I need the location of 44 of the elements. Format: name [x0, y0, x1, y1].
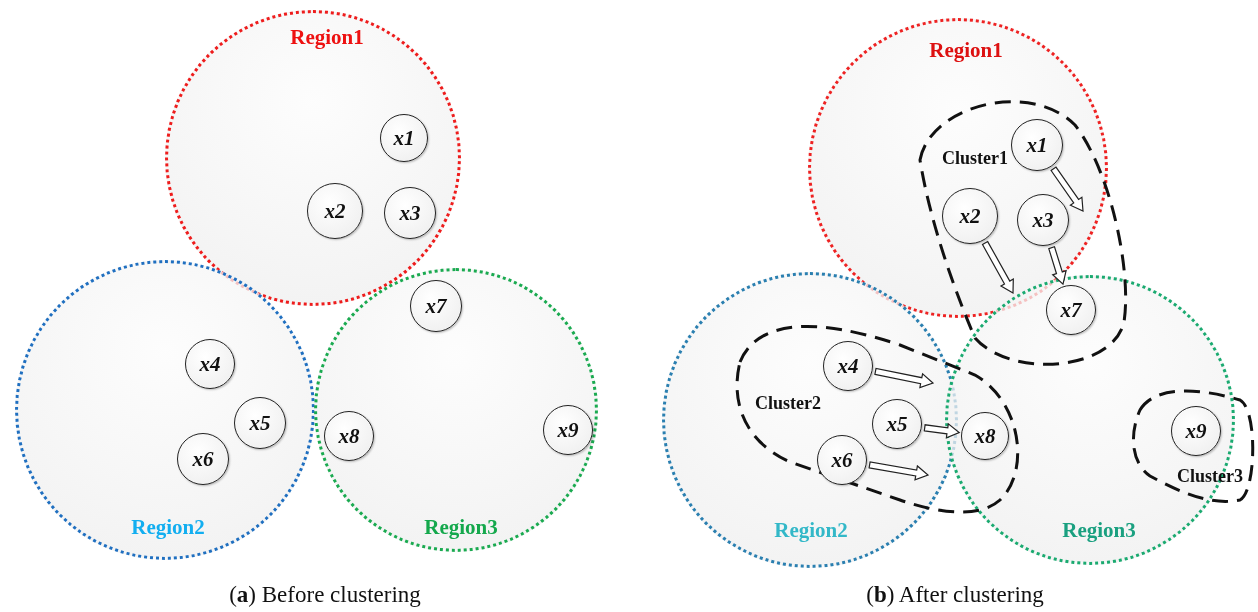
point-label: x9: [557, 417, 579, 443]
hollow-arrow: [868, 461, 930, 481]
region-label: Region1: [290, 24, 364, 50]
point-label: x7: [425, 293, 447, 319]
cluster-label: Cluster3: [1177, 465, 1243, 487]
data-point-circle: [234, 397, 286, 449]
region-label: Region3: [1062, 517, 1136, 543]
point-label: x2: [959, 203, 981, 229]
region-label: Region2: [131, 514, 205, 540]
data-point-circle: [543, 405, 593, 455]
cluster-label: Cluster1: [942, 147, 1008, 169]
point-label: x1: [1026, 132, 1048, 158]
hollow-arrow: [1048, 246, 1067, 286]
hollow-arrow: [1050, 166, 1084, 212]
point-label: x2: [324, 198, 346, 224]
hollow-arrow: [981, 240, 1014, 295]
point-label: x3: [399, 200, 421, 226]
panel-caption: (b) After clustering: [866, 582, 1044, 608]
panel-caption: (a) Before clustering: [229, 582, 421, 608]
point-label: x5: [249, 410, 271, 436]
point-label: x6: [192, 446, 214, 472]
point-label: x8: [338, 423, 360, 449]
hollow-arrow: [874, 367, 935, 389]
region-label: Region2: [774, 517, 848, 543]
point-label: x5: [886, 411, 908, 437]
point-label: x4: [837, 353, 859, 379]
data-point-circle: [177, 433, 229, 485]
data-point-circle: [185, 339, 235, 389]
point-label: x1: [393, 125, 415, 151]
region-label: Region1: [929, 37, 1003, 63]
data-point-circle: [410, 280, 462, 332]
point-label: x8: [974, 423, 996, 449]
hollow-arrow: [923, 422, 961, 439]
data-point-circle: [380, 114, 428, 162]
data-point-circle: [307, 183, 363, 239]
point-label: x3: [1032, 207, 1054, 233]
region-label: Region3: [424, 514, 498, 540]
cluster-label: Cluster2: [755, 392, 821, 414]
point-label: x4: [199, 351, 221, 377]
point-label: x6: [831, 447, 853, 473]
data-point-circle: [384, 187, 436, 239]
data-point-circle: [324, 411, 374, 461]
point-label: x9: [1185, 418, 1207, 444]
point-label: x7: [1060, 297, 1082, 323]
